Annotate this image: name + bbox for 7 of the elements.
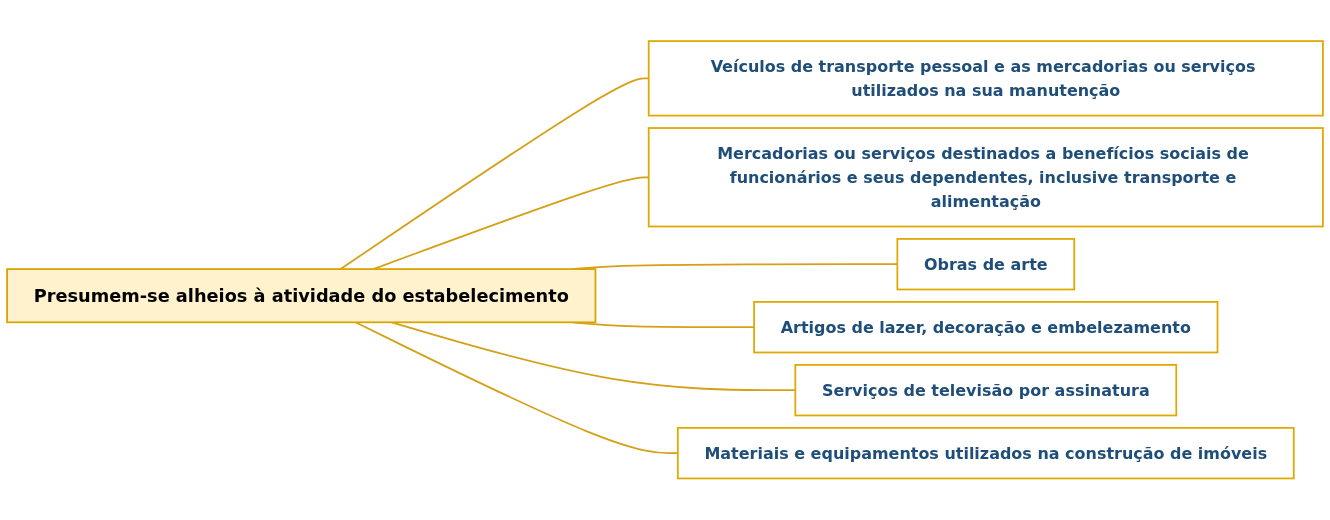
node-box: Materiais e equipamentos utilizados na construção de imóveis	[676, 427, 1295, 480]
node-box: Obras de arte	[896, 238, 1076, 291]
node-box: Artigos de lazer, decoração e embelezamento	[753, 301, 1219, 354]
node-box: Veículos de transporte pessoal e as mercadorias ou serviços utilizados na sua manutenção	[647, 40, 1324, 117]
node-box: Mercadorias ou serviços destinados a benefícios sociais de funcionários e seus dependentes, inclusive transporte e alimentação	[647, 127, 1324, 228]
node-box: Presumem-se alheios à atividade do estabelecimento	[6, 268, 597, 324]
node-box: Serviços de televisão por assinatura	[794, 364, 1178, 417]
